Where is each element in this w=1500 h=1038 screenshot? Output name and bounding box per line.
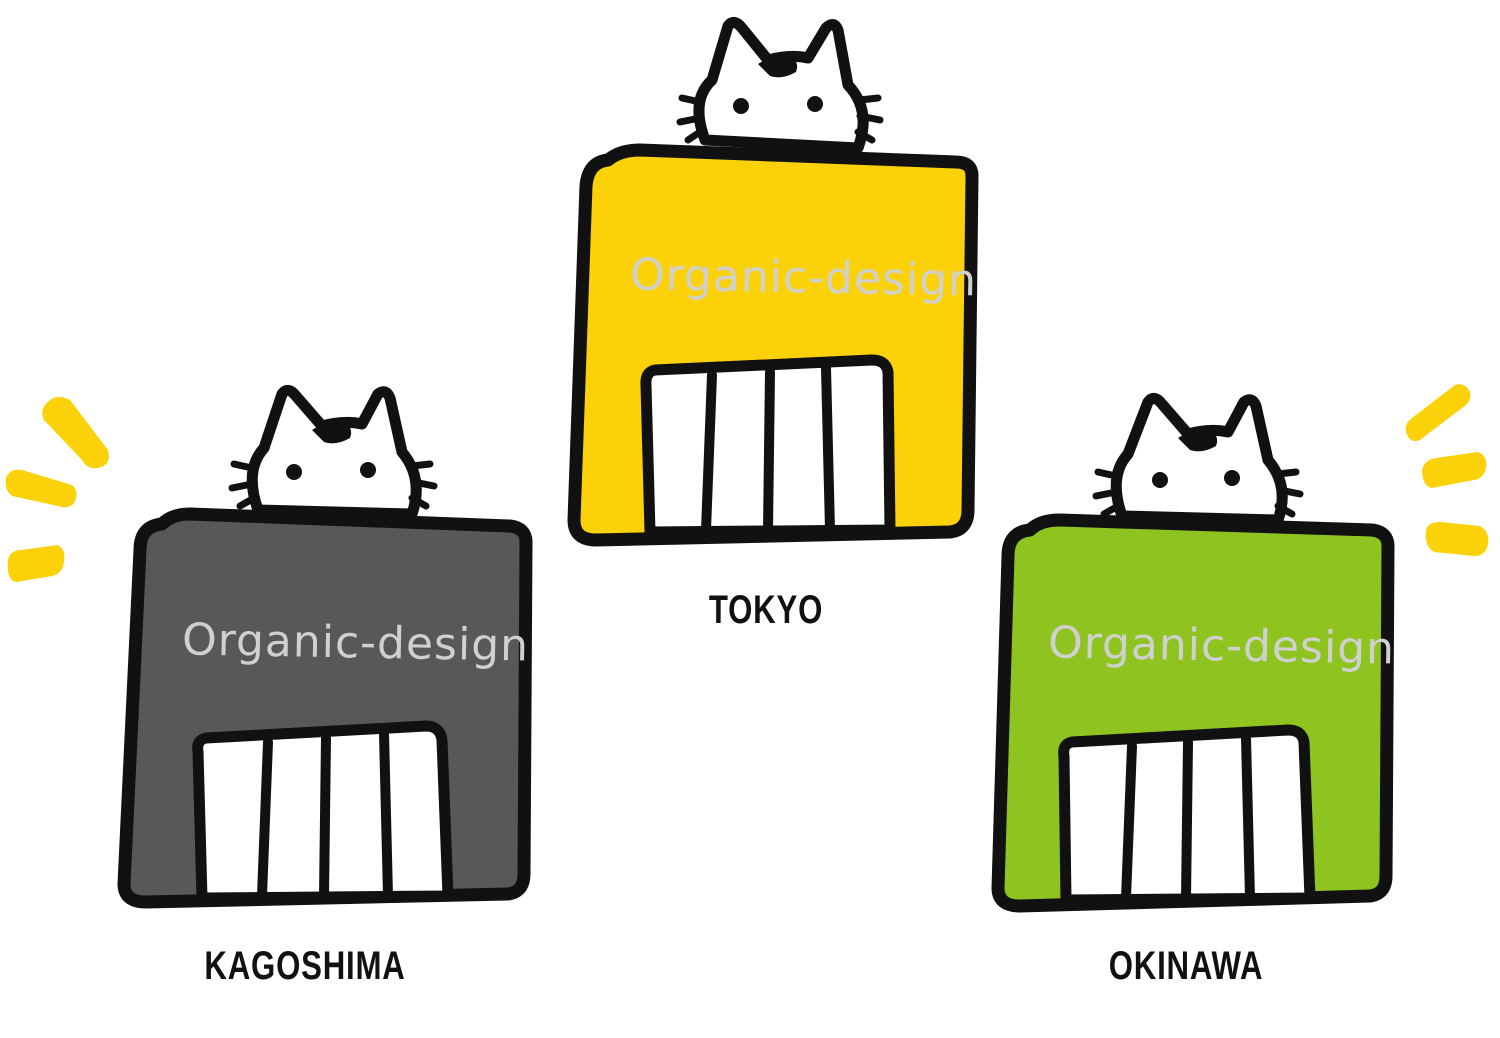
- cat-head-icon: [676, 17, 884, 154]
- striped-door-icon: [1058, 724, 1316, 906]
- office-okinawa: Organic-design: [991, 393, 1396, 913]
- city-label-tokyo: TOKYO: [708, 588, 824, 632]
- office-tokyo: Organic-design: [567, 17, 979, 547]
- brand-text: Organic-design: [630, 249, 978, 306]
- sparkle-lines-icon: [1405, 384, 1489, 556]
- city-label-kagoshima: KAGOSHIMA: [204, 944, 406, 988]
- office-kagoshima: Organic-design: [117, 385, 533, 909]
- cat-head-icon: [1092, 393, 1304, 526]
- city-label-okinawa: OKINAWA: [1108, 944, 1264, 988]
- striped-door-icon: [640, 354, 896, 538]
- brand-text: Organic-design: [182, 614, 530, 671]
- brand-text: Organic-design: [1048, 617, 1396, 674]
- striped-door-icon: [192, 720, 454, 904]
- sparkle-lines-icon: [5, 396, 109, 582]
- cat-head-icon: [228, 385, 438, 520]
